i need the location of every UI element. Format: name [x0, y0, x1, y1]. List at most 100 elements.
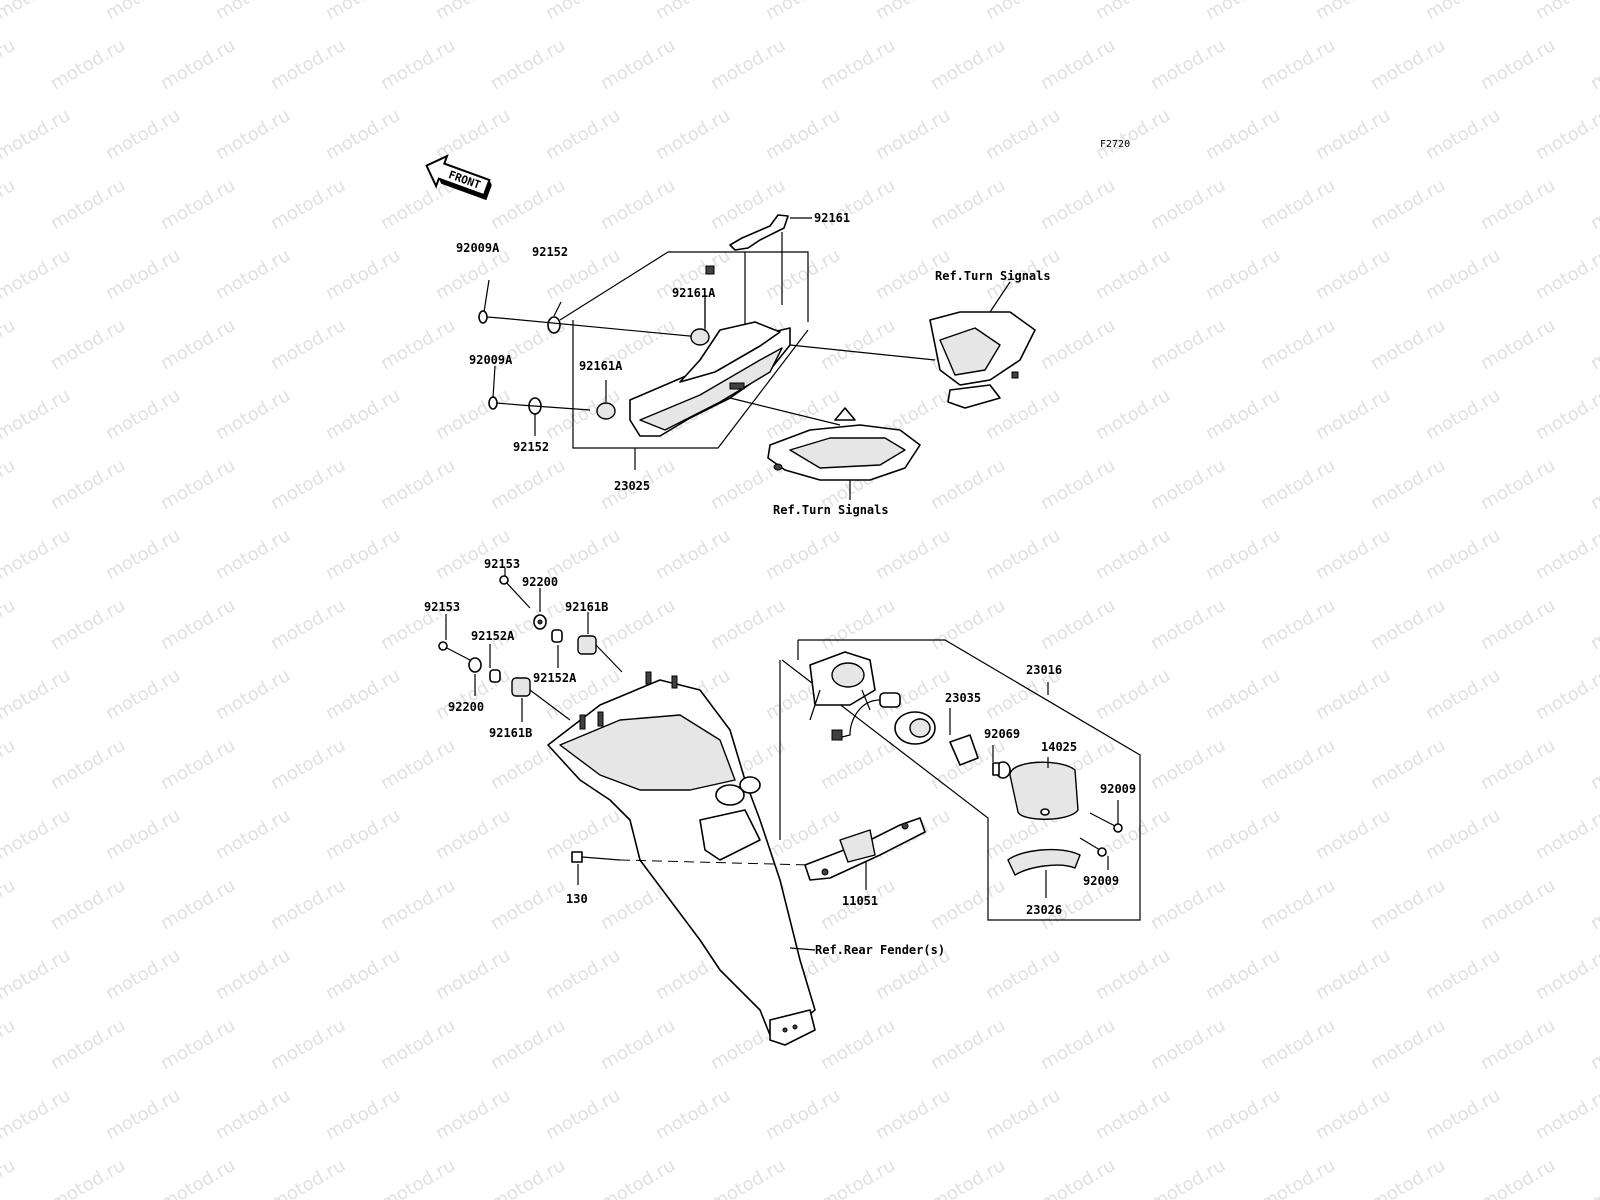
watermark-text: motod.ru — [1312, 945, 1394, 1004]
label-92161A-1: 92161A — [672, 286, 716, 300]
watermark-text: motod.ru — [47, 735, 129, 794]
watermark-text: motod.ru — [1532, 945, 1600, 1004]
screw-92153-upper — [499, 575, 531, 609]
watermark-text: motod.ru — [377, 1155, 459, 1200]
watermark-text: motod.ru — [47, 875, 129, 934]
watermark-text: motod.ru — [1312, 805, 1394, 864]
screw-92009-upper — [1089, 812, 1123, 833]
watermark-text: motod.ru — [377, 1015, 459, 1074]
label-11051: 11051 — [842, 894, 878, 908]
label-23025: 23025 — [614, 479, 650, 493]
watermark-text: motod.ru — [102, 245, 184, 304]
watermark-text: motod.ru — [652, 525, 734, 584]
watermark-text: motod.ru — [1037, 1015, 1119, 1074]
washer-92200-upper — [533, 614, 547, 630]
watermark-text: motod.ru — [47, 595, 129, 654]
watermark-text: motod.ru — [872, 1085, 954, 1144]
watermark-text: motod.ru — [1367, 735, 1449, 794]
watermark-text: motod.ru — [1587, 315, 1600, 374]
watermark-text: motod.ru — [157, 735, 239, 794]
watermark-text: motod.ru — [1422, 805, 1504, 864]
watermark-text: motod.ru — [432, 525, 514, 584]
watermark-text: motod.ru — [0, 875, 19, 934]
watermark-text: motod.ru — [1202, 1085, 1284, 1144]
watermark-text: motod.ru — [1202, 665, 1284, 724]
watermark-text: motod.ru — [872, 105, 954, 164]
watermark-text: motod.ru — [1477, 455, 1559, 514]
watermark-text: motod.ru — [982, 1085, 1064, 1144]
watermark-text: motod.ru — [542, 945, 624, 1004]
watermark-text: motod.ru — [267, 315, 349, 374]
watermark-text: motod.ru — [927, 595, 1009, 654]
watermark-text: motod.ru — [817, 1015, 899, 1074]
watermark-text: motod.ru — [1037, 35, 1119, 94]
watermark-text: motod.ru — [1257, 455, 1339, 514]
watermark-text: motod.ru — [1092, 0, 1174, 24]
watermark-text: motod.ru — [0, 175, 19, 234]
watermark-text: motod.ru — [0, 945, 74, 1004]
part-labels: 92161 92009A 92152 92161A Ref.Turn Signa… — [424, 211, 1136, 957]
watermark-text: motod.ru — [1587, 875, 1600, 934]
label-ref-rear-fender: Ref.Rear Fender(s) — [815, 943, 945, 957]
watermark-text: motod.ru — [102, 385, 184, 444]
watermark-text: motod.ru — [1477, 1015, 1559, 1074]
screw-92009A-upper — [478, 310, 501, 324]
part-clip — [949, 734, 979, 766]
watermark-text: motod.ru — [0, 735, 19, 794]
watermark-text: motod.ru — [1477, 315, 1559, 374]
label-92161B-1: 92161B — [565, 600, 608, 614]
watermark-text: motod.ru — [487, 455, 569, 514]
watermark-text: motod.ru — [267, 1015, 349, 1074]
label-92161A-2: 92161A — [579, 359, 623, 373]
label-ref-turn-signals-2: Ref.Turn Signals — [773, 503, 889, 517]
watermark-text: motod.ru — [1532, 525, 1600, 584]
watermark-text: motod.ru — [102, 105, 184, 164]
watermark-text: motod.ru — [817, 735, 899, 794]
watermark-text: motod.ru — [1147, 595, 1229, 654]
label-92009A-2: 92009A — [469, 353, 513, 367]
watermark-text: motod.ru — [1147, 315, 1229, 374]
watermark-text: motod.ru — [0, 455, 19, 514]
label-ref-turn-signals-1: Ref.Turn Signals — [935, 269, 1051, 283]
watermark-text: motod.ru — [1422, 1085, 1504, 1144]
label-23035: 23035 — [945, 691, 981, 705]
watermark-text: motod.ru — [1587, 595, 1600, 654]
watermark-text: motod.ru — [762, 525, 844, 584]
watermark-text: motod.ru — [817, 1155, 899, 1200]
watermark-text: motod.ru — [377, 35, 459, 94]
watermark-text: motod.ru — [1092, 945, 1174, 1004]
label-92200-1: 92200 — [522, 575, 558, 589]
watermark-text: motod.ru — [1037, 315, 1119, 374]
label-14025: 14025 — [1041, 740, 1077, 754]
watermark-text: motod.ru — [432, 105, 514, 164]
watermark-text: motod.ru — [1147, 1155, 1229, 1200]
watermark-text: motod.ru — [762, 1085, 844, 1144]
watermark-text: motod.ru — [1147, 1015, 1229, 1074]
watermark-text: motod.ru — [1202, 105, 1284, 164]
watermark-text: motod.ru — [47, 1155, 129, 1200]
watermark-text: motod.ru — [1532, 385, 1600, 444]
watermark-text: motod.ru — [927, 1015, 1009, 1074]
part-11051-bracket — [804, 817, 926, 881]
watermark-text: motod.ru — [1367, 1015, 1449, 1074]
label-92161B-2: 92161B — [489, 726, 532, 740]
watermark-text: motod.ru — [322, 525, 404, 584]
watermark-text: motod.ru — [212, 0, 294, 24]
watermark-text: motod.ru — [322, 1085, 404, 1144]
watermark-text: motod.ru — [267, 595, 349, 654]
watermark-text: motod.ru — [1257, 595, 1339, 654]
watermark-text: motod.ru — [267, 1155, 349, 1200]
watermark-text: motod.ru — [1092, 1085, 1174, 1144]
watermark-text: motod.ru — [1532, 665, 1600, 724]
label-92152-2: 92152 — [513, 440, 549, 454]
watermark-text: motod.ru — [157, 1155, 239, 1200]
watermark-text: motod.ru — [1587, 175, 1600, 234]
watermark-text: motod.ru — [157, 315, 239, 374]
watermark-text: motod.ru — [1477, 875, 1559, 934]
watermark-text: motod.ru — [1037, 595, 1119, 654]
label-92009-2: 92009 — [1083, 874, 1119, 888]
watermark-text: motod.ru — [1587, 1155, 1600, 1200]
grommet-92161A-upper — [690, 328, 710, 346]
watermark-text: motod.ru — [1092, 105, 1174, 164]
